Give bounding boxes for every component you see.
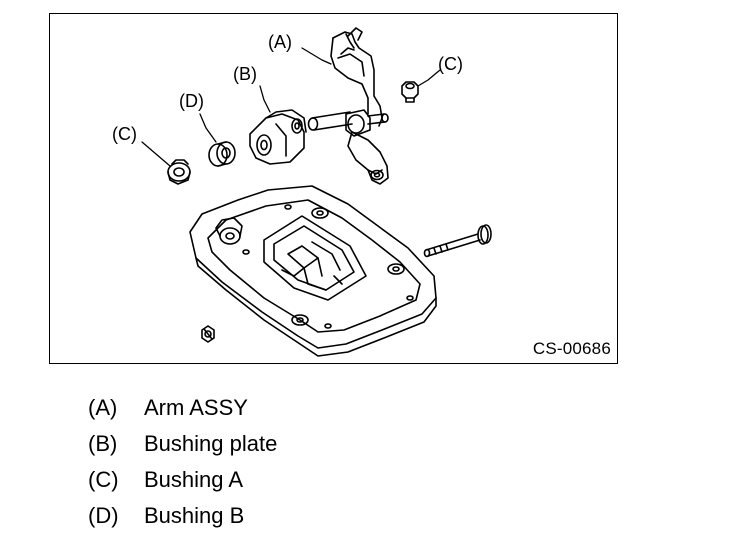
legend-text: Bushing B (144, 503, 245, 528)
legend-key: (D) (88, 503, 119, 528)
figure-code: CS-00686 (532, 339, 611, 358)
legend-text: Bushing A (144, 467, 244, 492)
figure-frame: (A) (B) (D) (C) (C) CS-00686 (49, 13, 618, 364)
callout-c-right: (C) (438, 54, 463, 74)
base-plate-part (189, 185, 437, 357)
leader-lines (141, 47, 441, 167)
nut-part (201, 325, 215, 343)
pin-part (423, 224, 492, 258)
callout-a: (A) (268, 32, 292, 52)
legend-text: Bushing plate (144, 431, 278, 456)
legend-item: (C) Bushing A (88, 462, 488, 498)
callout-b: (B) (233, 64, 257, 84)
legend-item: (B) Bushing plate (88, 426, 488, 462)
bushing-a-left-part (167, 159, 191, 185)
parts-legend: (A) Arm ASSY (B) Bushing plate (C) Bushi… (88, 390, 488, 534)
legend-item: (A) Arm ASSY (88, 390, 488, 426)
legend-key: (A) (88, 395, 118, 420)
legend-key: (C) (88, 467, 119, 492)
bushing-b-part (208, 141, 236, 167)
legend-text: Arm ASSY (144, 395, 248, 420)
callout-c-left: (C) (112, 124, 137, 144)
callout-d: (D) (179, 91, 204, 111)
bushing-plate-part (249, 109, 307, 165)
legend-item: (D) Bushing B (88, 498, 488, 534)
legend-key: (B) (88, 431, 118, 456)
parts-illustration: (A) (B) (D) (C) (C) (112, 27, 492, 357)
arm-assy-part (307, 27, 389, 185)
bushing-a-right-part (401, 81, 419, 103)
